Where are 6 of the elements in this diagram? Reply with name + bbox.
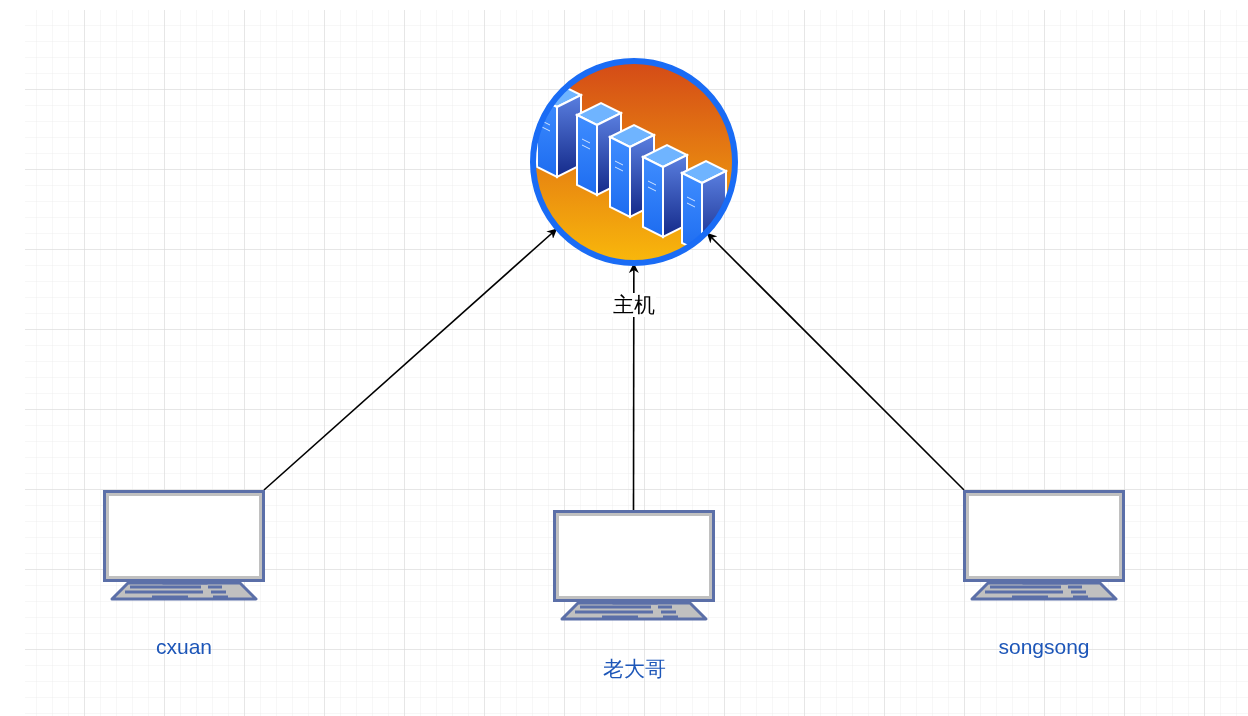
arrow [263,228,558,491]
computer-label: songsong [997,635,1091,659]
arrow [706,232,965,491]
arrow [628,263,639,511]
computer-label: cxuan [154,635,213,659]
computer-label: 老大哥 [601,656,667,682]
